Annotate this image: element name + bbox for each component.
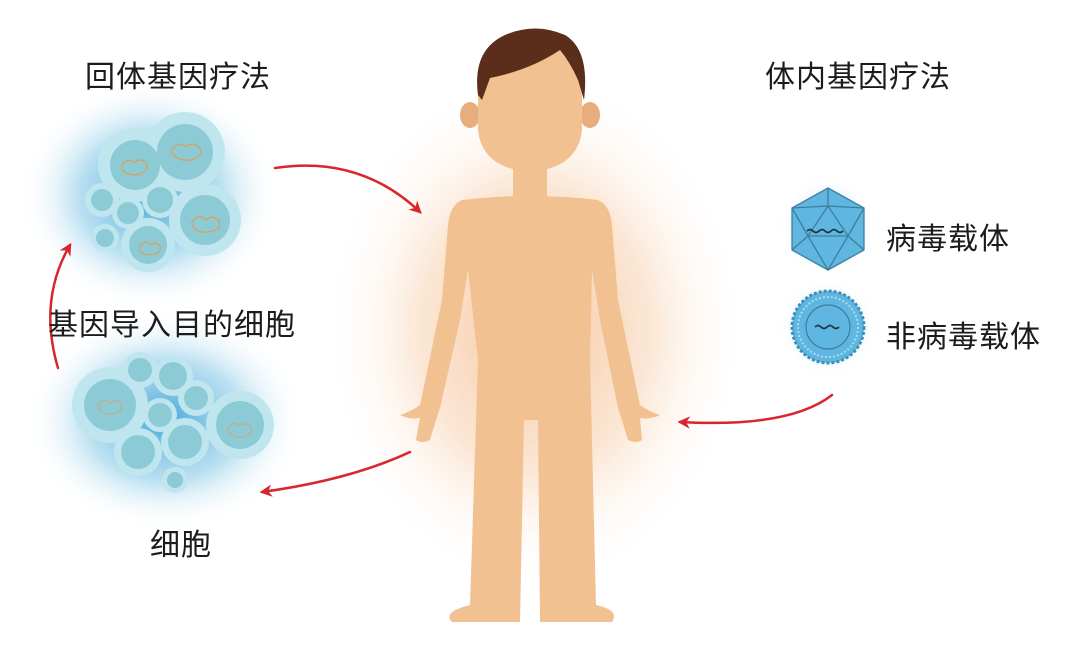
arrow-body-to-cells [259,450,412,497]
arrow-cells-to-modified [49,242,72,370]
process-arrows [49,164,834,497]
liposome-nanoparticle-icon [790,289,866,365]
modified-cells-cluster [85,112,241,272]
ex-vivo-title: 回体基因疗法 [85,60,271,95]
modified-cells-label: 基因导入目的细胞 [48,308,296,343]
arrow-vectors-to-body [677,393,834,429]
cells-cluster [72,352,274,493]
non-viral-vector-label: 非病毒载体 [886,320,1041,355]
in-vivo-title: 体内基因疗法 [765,60,951,95]
viral-vector-label: 病毒载体 [886,222,1010,257]
icosahedral-virus-icon [791,187,865,272]
human-body-icon [400,28,660,622]
arrow-cells-to-body [273,164,422,214]
cells-label: 细胞 [150,528,212,563]
